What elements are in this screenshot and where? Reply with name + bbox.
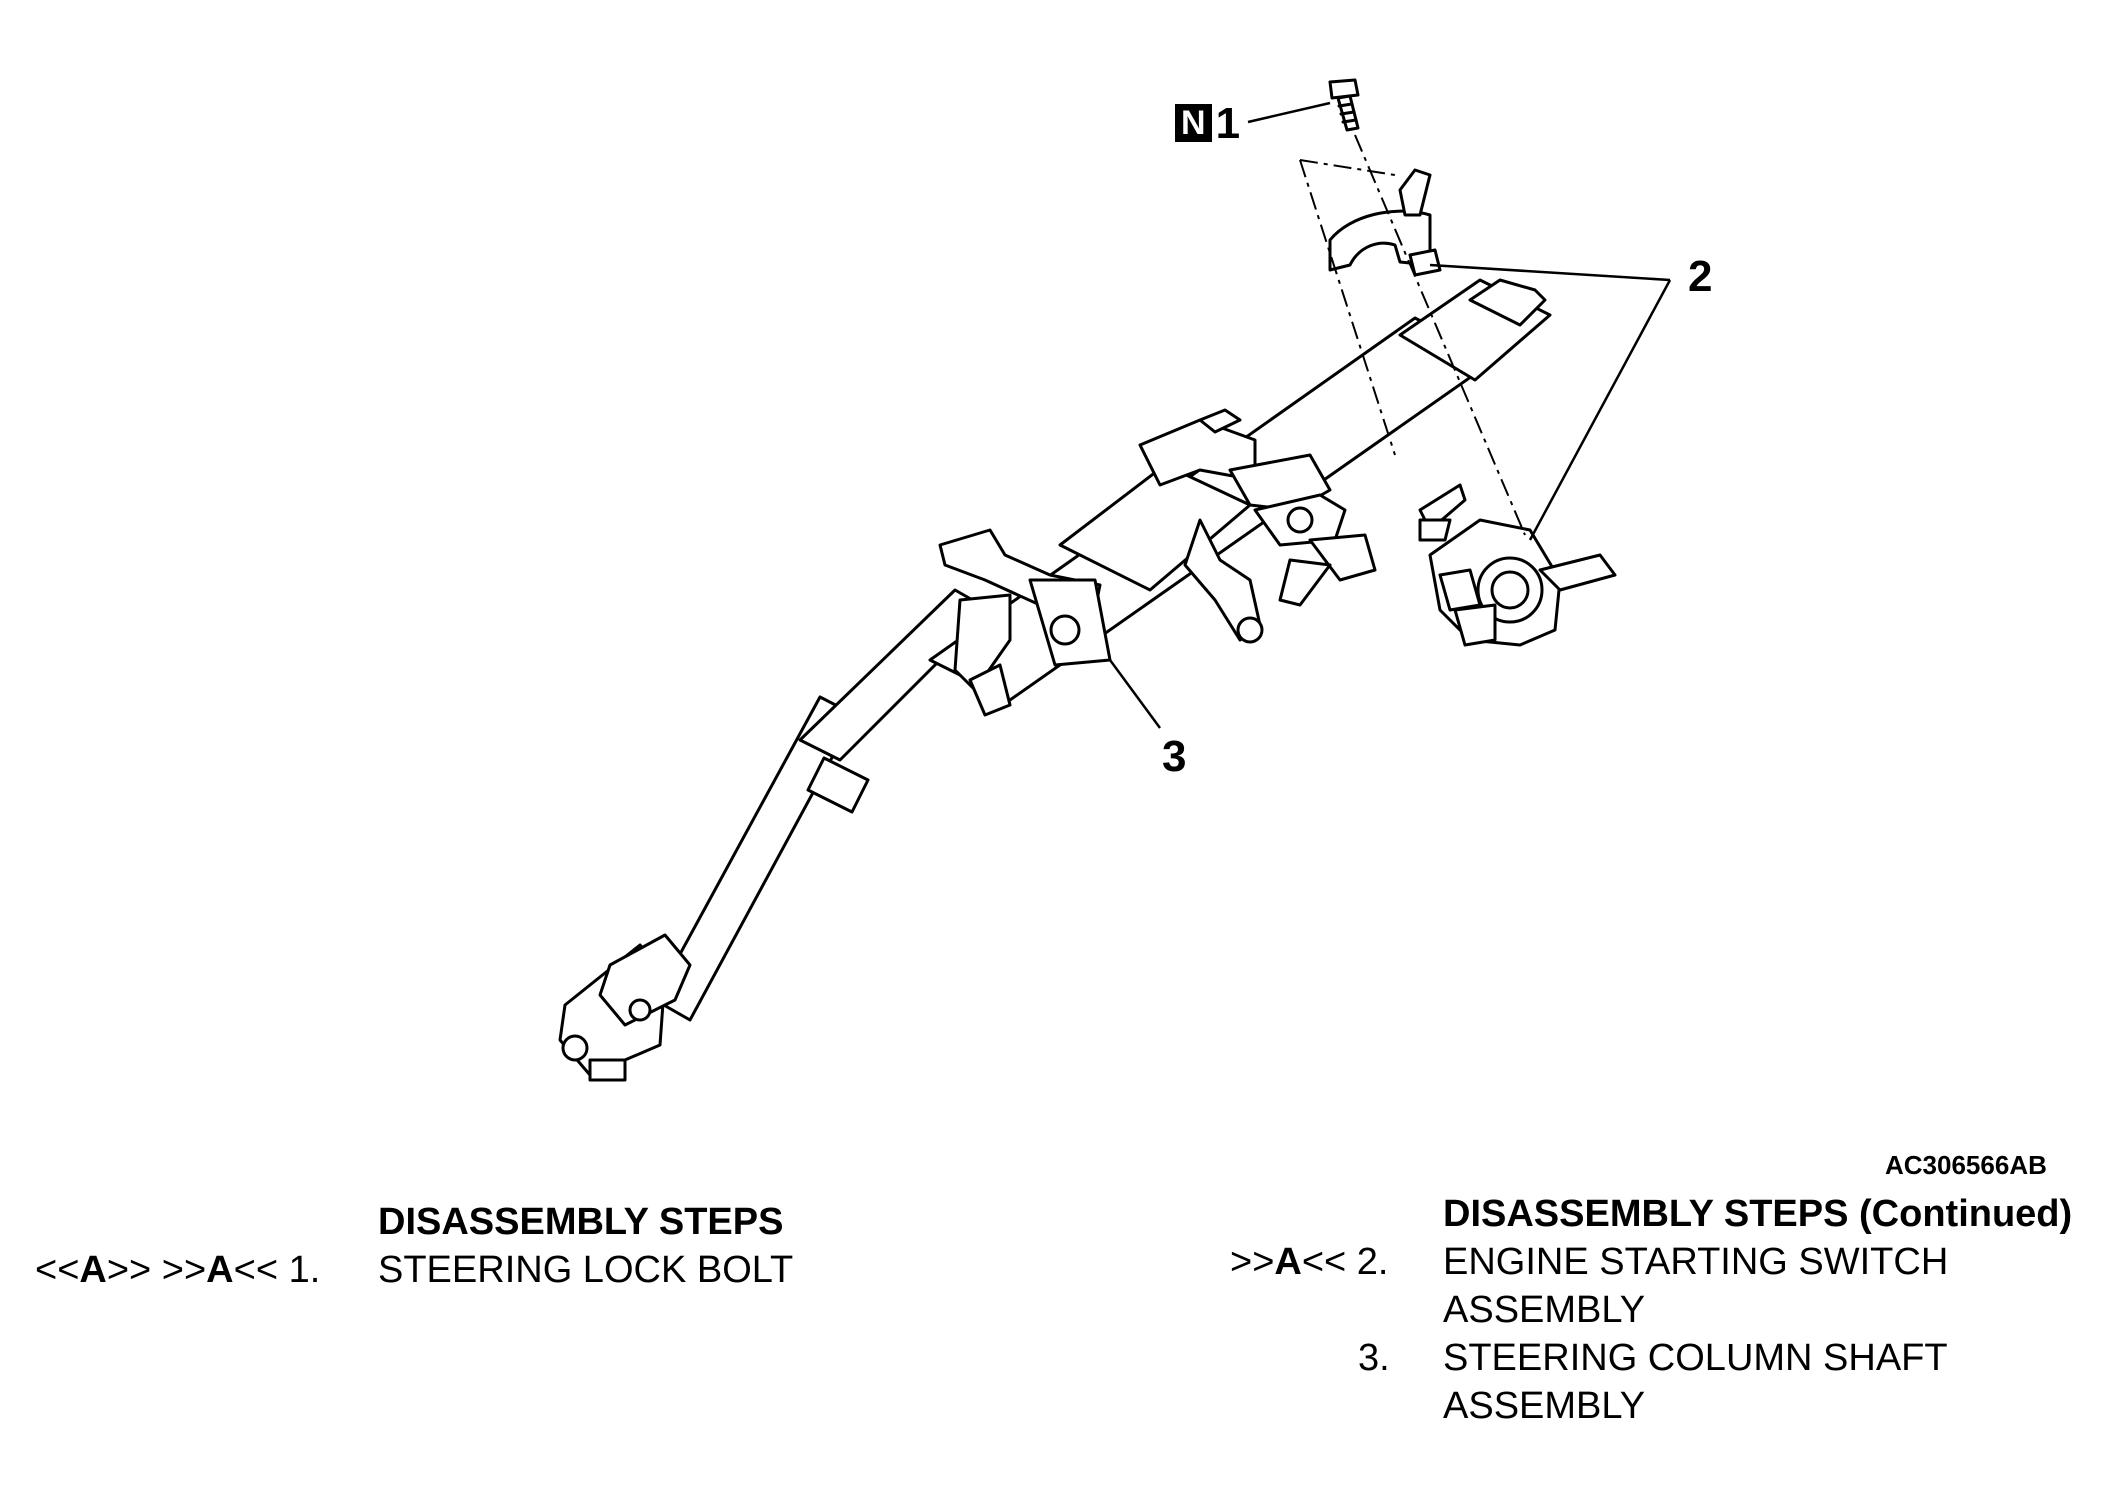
upper-bracket [1138,408,1377,644]
step-2-text-line2: ASSEMBLY [1443,1289,1646,1331]
right-steps-heading: DISASSEMBLY STEPS (Continued) [1443,1193,2073,1235]
step-1-mark: <<A>> >>A<< 1. [35,1249,321,1291]
step-3-text-line1: STEERING COLUMN SHAFT [1443,1337,1948,1379]
callout-1-number: 1 [1215,99,1241,148]
bolt [1328,78,1360,132]
lock-bracket [1328,168,1442,277]
left-steps-heading: DISASSEMBLY STEPS [378,1201,784,1243]
step-2-text-line1: ENGINE STARTING SWITCH [1443,1241,1949,1283]
universal-joint [558,933,692,1082]
step-3-text-line2: ASSEMBLY [1443,1385,1646,1427]
step-2-mark: >>A<< 2. [1230,1241,1389,1283]
lower-shaft [653,588,992,1022]
steering-column-exploded-drawing [558,78,1672,1082]
step-1-text: STEERING LOCK BOLT [378,1249,794,1291]
callout-2: 2 [1688,252,1713,301]
new-part-badge: N [1175,104,1212,142]
front-bracket [938,528,1112,717]
figure-code: AC306566AB [1885,1150,2047,1180]
callout-3: 3 [1162,732,1187,781]
tilt-lever [1418,483,1467,542]
step-3-mark: 3. [1358,1337,1390,1379]
switch-body [1428,518,1617,647]
